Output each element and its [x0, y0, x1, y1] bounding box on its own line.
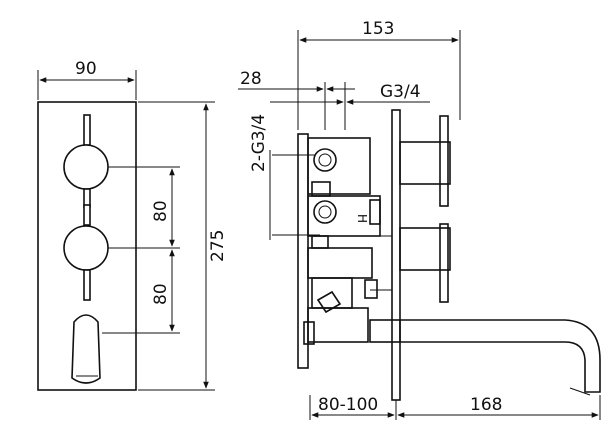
rear-wall-plate	[297, 133, 309, 369]
spacing-bottom-label: 80	[151, 283, 171, 305]
spout-reach-label: 168	[470, 395, 502, 415]
front-spout	[71, 314, 101, 384]
hot-marker: H	[355, 214, 369, 223]
wall-depth-label: 80-100	[318, 395, 378, 415]
side-view: 153 28 G3/4 2-G3/4 H	[238, 19, 601, 420]
top-handle	[63, 114, 109, 208]
outlet-thread-label: G3/4	[380, 82, 421, 102]
inlet-thread-label: 2-G3/4	[249, 114, 269, 172]
height-dimension-label: 275	[208, 230, 228, 262]
spout-side	[369, 319, 601, 396]
valve-body: H	[303, 137, 392, 345]
front-view: 90 275 80 80	[37, 59, 228, 391]
inlet-offset-label: 28	[240, 69, 262, 89]
front-cover-plate	[391, 109, 401, 401]
front-plate	[37, 101, 137, 391]
bottom-handle-side	[399, 223, 451, 303]
top-handle-side	[399, 115, 451, 207]
bottom-handle	[63, 204, 109, 301]
overall-depth-label: 153	[362, 19, 394, 39]
width-dimension-label: 90	[75, 59, 97, 79]
spacing-top-label: 80	[151, 200, 171, 222]
